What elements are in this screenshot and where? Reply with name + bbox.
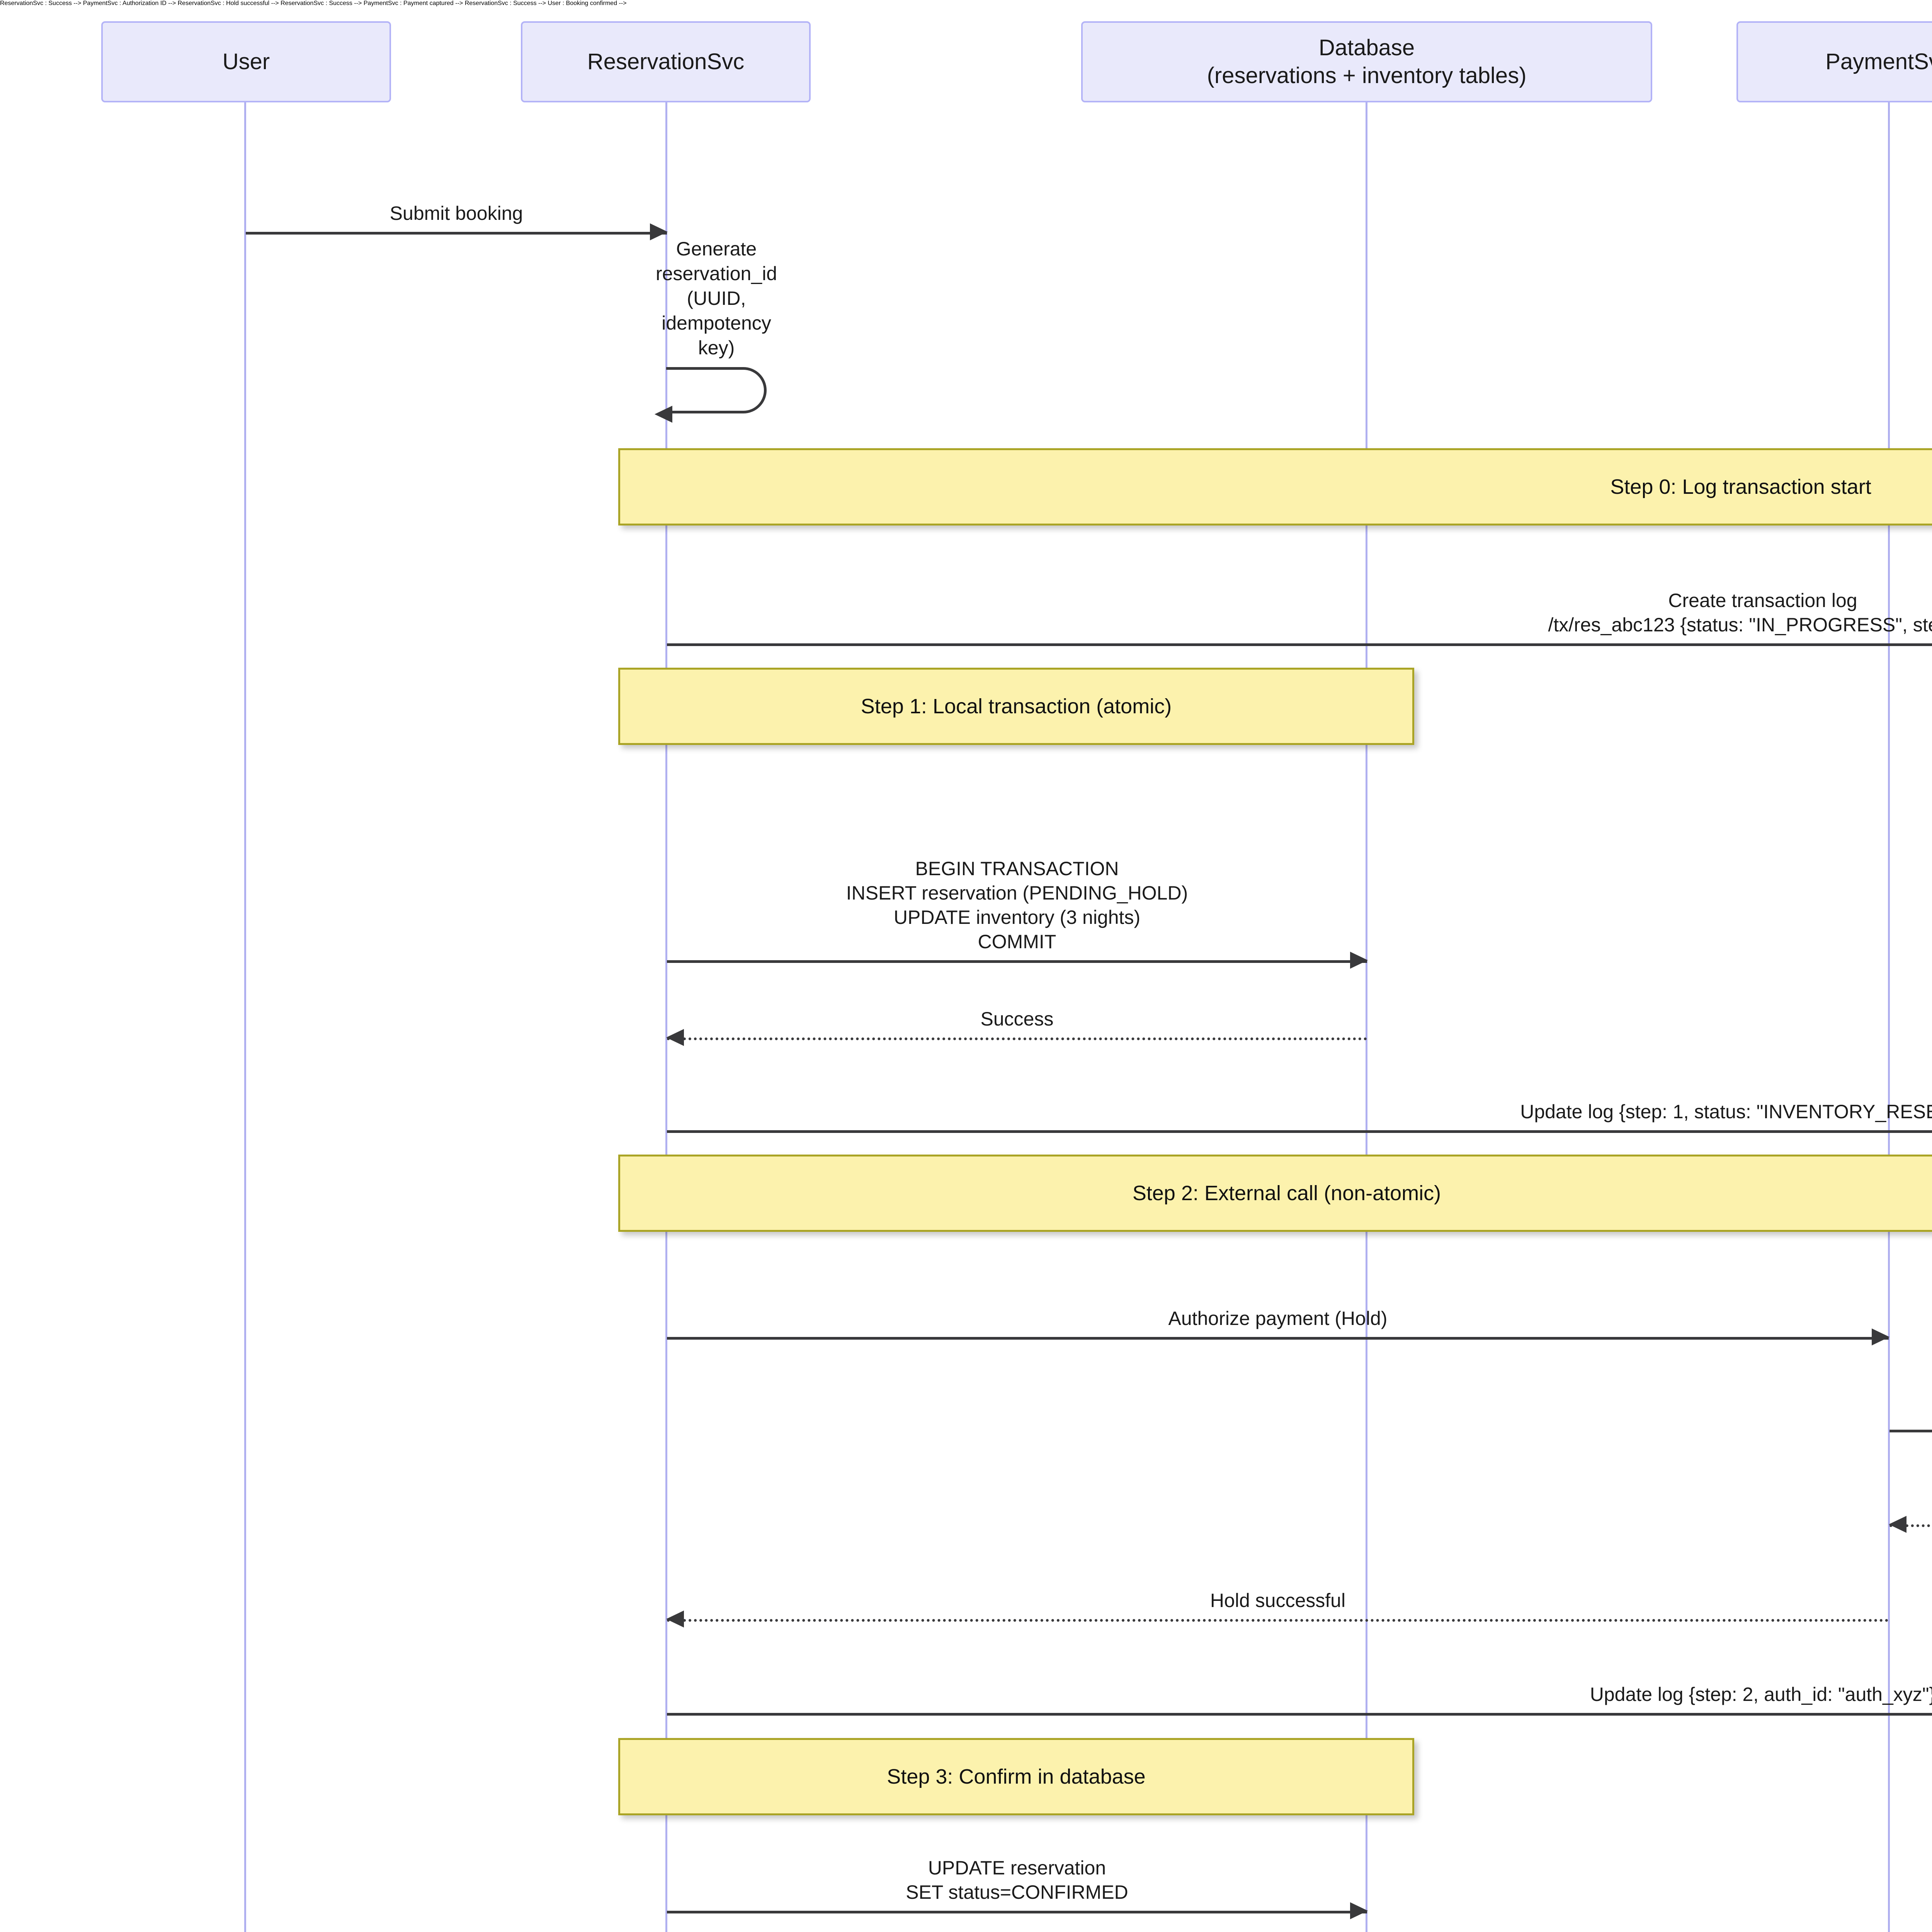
participant-user-top[interactable]: User xyxy=(101,21,391,102)
arrowhead-right-icon xyxy=(1872,1328,1889,1345)
lifeline-db xyxy=(1366,58,1367,1932)
message-line xyxy=(667,1619,1889,1622)
message-label: UPDATE reservation SET status=CONFIRMED xyxy=(906,1857,1128,1903)
note-label: Step 1: Local transaction (atomic) xyxy=(861,695,1172,718)
participant-label-user: User xyxy=(222,49,270,74)
message-label: Hold successful xyxy=(1210,1590,1346,1611)
note-label: Step 0: Log transaction start xyxy=(1610,475,1871,498)
arrowhead-right-icon xyxy=(1350,1902,1368,1919)
participant-db-top[interactable]: Database (reservations + inventory table… xyxy=(1081,21,1652,102)
message-label: Success xyxy=(980,1008,1054,1030)
lifeline-paysvc xyxy=(1888,58,1890,1932)
note-step-1: Step 1: Local transaction (atomic) xyxy=(618,668,1414,745)
message-label: Create transaction log /tx/res_abc123 {s… xyxy=(1548,590,1932,636)
participant-label-paysvc: PaymentSvc xyxy=(1825,49,1932,74)
arrowhead-left-icon xyxy=(655,406,672,423)
note-step-3: Step 3: Confirm in database xyxy=(618,1738,1414,1815)
message-label: Update log {step: 1, status: "INVENTORY_… xyxy=(1520,1101,1932,1122)
note-step-0: Step 0: Log transaction start xyxy=(618,448,1932,526)
arrowhead-left-icon xyxy=(666,1029,684,1046)
participant-paysvc-top[interactable]: PaymentSvc xyxy=(1736,21,1932,102)
message-line xyxy=(667,1130,1932,1133)
note-label: Step 3: Confirm in database xyxy=(887,1765,1146,1788)
message-generate-reservation-id: Generate reservation_id (UUID, idempoten… xyxy=(655,238,777,423)
participant-ressvc-top[interactable]: ReservationSvc xyxy=(521,21,811,102)
message-label: BEGIN TRANSACTION INSERT reservation (PE… xyxy=(846,858,1188,952)
message-line xyxy=(1889,1430,1932,1432)
message-line xyxy=(1889,1524,1932,1527)
message-line xyxy=(667,960,1367,963)
lifeline-user xyxy=(244,58,246,1932)
arrowhead-left-icon xyxy=(1889,1516,1906,1533)
participant-label-ressvc: ReservationSvc xyxy=(587,49,745,74)
message-label: Submit booking xyxy=(389,202,523,224)
arrowhead-right-icon xyxy=(650,223,668,240)
message-line xyxy=(667,1713,1932,1716)
message-label: Update log {step: 2, auth_id: "auth_xyz"… xyxy=(1590,1684,1932,1705)
participant-label-db: Database (reservations + inventory table… xyxy=(1207,35,1527,88)
self-loop-arc xyxy=(666,367,767,413)
message-line xyxy=(667,1911,1367,1913)
message-line xyxy=(246,232,667,235)
arrowhead-right-icon xyxy=(1350,952,1368,969)
note-label: Step 2: External call (non-atomic) xyxy=(1132,1182,1441,1205)
note-step-2: Step 2: External call (non-atomic) xyxy=(618,1155,1932,1232)
message-label: Generate reservation_id (UUID, idempoten… xyxy=(655,238,777,359)
arrowhead-left-icon xyxy=(666,1611,684,1628)
message-line xyxy=(667,1037,1367,1040)
lifeline-ressvc xyxy=(665,58,667,1932)
message-label: Authorize payment (Hold) xyxy=(1168,1308,1388,1329)
message-line xyxy=(667,643,1932,646)
message-line xyxy=(667,1337,1889,1340)
